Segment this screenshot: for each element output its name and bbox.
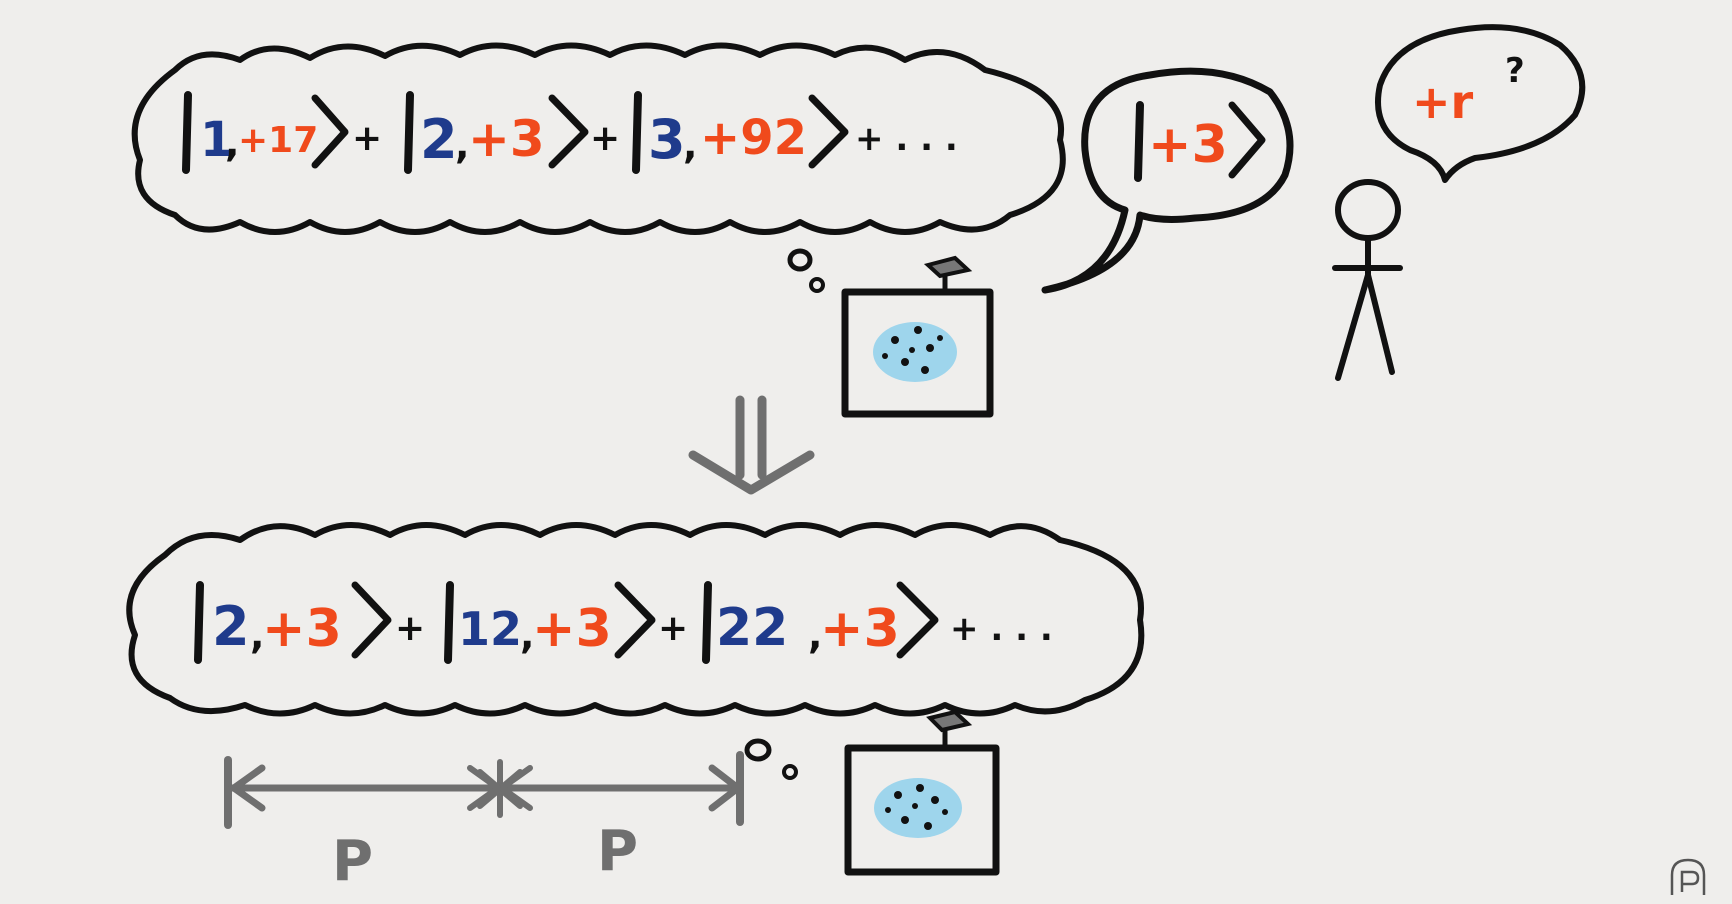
top-ket-2: 2 , +3 xyxy=(404,91,589,174)
ket-comma: , xyxy=(455,123,469,167)
ket-angle xyxy=(351,581,392,659)
thought-dot-large xyxy=(744,738,772,762)
ket-bar xyxy=(194,581,204,664)
thought-dot-large xyxy=(787,248,813,272)
figure-leg-right xyxy=(1365,272,1395,375)
ket-comma: , xyxy=(225,121,239,165)
ket-angle xyxy=(808,94,849,169)
computer-box xyxy=(841,288,994,418)
speech-ket-value: +3 xyxy=(1148,115,1228,175)
period-label-left: P xyxy=(332,829,373,894)
stick-figure-icon xyxy=(1332,179,1403,381)
thought-dot-small xyxy=(782,764,798,780)
plus-sign: + xyxy=(658,608,688,649)
plus-sign: + xyxy=(352,118,382,159)
period-measure: P P xyxy=(224,751,744,894)
top-ket-3: 3 , +92 xyxy=(632,91,849,174)
question-mark: ? xyxy=(1505,51,1525,91)
ellipsis-tail: + . . . xyxy=(855,119,958,159)
top-thought-bubble xyxy=(131,42,1066,235)
ket-angle xyxy=(548,94,589,169)
ket-comma: , xyxy=(520,613,534,657)
plus-sign: + xyxy=(590,118,620,159)
ket-bar xyxy=(404,91,414,174)
computer-box xyxy=(844,744,1000,876)
mid-arrowhead-right xyxy=(499,765,533,811)
ket-value: +3 xyxy=(820,599,900,659)
bottom-thought-bubble xyxy=(126,522,1145,717)
period-label-right: P xyxy=(597,819,638,884)
person-thought-text: +r xyxy=(1412,75,1474,129)
bottom-ket-1: 2 , +3 xyxy=(194,581,392,664)
antenna-dish xyxy=(923,255,973,279)
right-arrowhead xyxy=(708,764,742,812)
ket-value: +3 xyxy=(262,599,342,659)
ket-index: 1 xyxy=(200,112,233,168)
ket-comma: , xyxy=(808,613,822,657)
thought-dot-small xyxy=(809,277,825,293)
down-double-arrow-icon xyxy=(688,395,815,495)
mid-arrowhead-left xyxy=(467,765,501,811)
left-arrowhead xyxy=(230,764,266,812)
ket-index: 2 xyxy=(420,108,458,171)
ket-bar xyxy=(182,91,192,174)
ket-angle xyxy=(311,94,349,169)
ket-bar xyxy=(632,91,642,174)
ket-angle xyxy=(896,581,939,659)
ket-value: +3 xyxy=(468,110,545,168)
bottom-ket-2: 12 , +3 xyxy=(444,581,656,664)
ket-bar xyxy=(702,581,712,664)
figure-leg-left xyxy=(1335,272,1371,381)
ket-comma: , xyxy=(683,123,697,167)
qubit-dots xyxy=(882,326,943,374)
ket-bar xyxy=(1134,101,1144,182)
ket-angle xyxy=(614,581,656,659)
ket-angle xyxy=(1228,101,1266,179)
plus-sign: + xyxy=(395,608,425,649)
ket-index: 2 xyxy=(212,595,250,658)
ket-value: +17 xyxy=(238,120,318,161)
antenna-dish xyxy=(926,709,973,733)
person-thought-bubble: +r ? xyxy=(1375,24,1586,183)
ket-bar xyxy=(444,581,454,664)
top-ket-1: 1 , +17 xyxy=(182,91,349,174)
ellipsis-tail: + . . . xyxy=(950,609,1053,649)
bottom-ket-3: 22 , +3 xyxy=(702,581,939,664)
ket-index: 12 xyxy=(458,602,522,656)
ket-value: +92 xyxy=(700,110,807,166)
ket-index: 22 xyxy=(716,598,788,658)
ket-index: 3 xyxy=(648,108,686,171)
ket-value: +3 xyxy=(532,599,612,659)
quantum-computer-icon xyxy=(841,255,994,418)
quantum-computer-icon xyxy=(844,709,1000,876)
channel-logo-icon xyxy=(1670,858,1706,895)
ket-comma: , xyxy=(250,613,264,657)
speech-bubble: +3 xyxy=(1041,67,1294,294)
qubit-dots xyxy=(885,784,948,830)
